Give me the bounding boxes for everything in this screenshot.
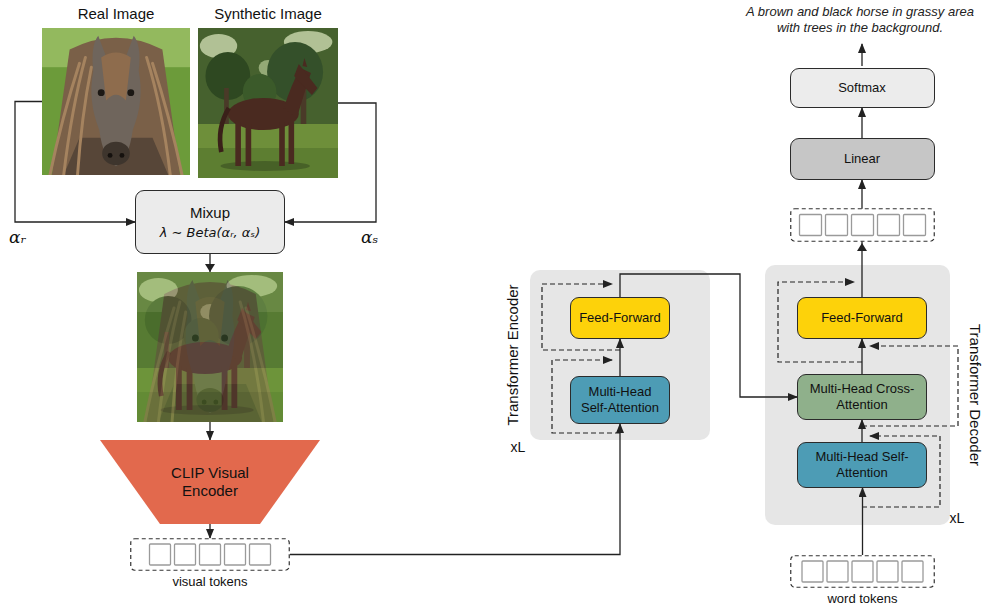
token-strip: visual tokens: [130, 538, 290, 571]
output-token-strip: [791, 209, 935, 242]
mixed-image: [137, 272, 283, 422]
connector: [209, 254, 210, 440]
token-strip-shape: [130, 538, 290, 571]
token: [175, 544, 196, 565]
process-box: Mixup λ ∼ Beta(αᵣ, αₛ): [135, 190, 285, 254]
decoder-panel-fill: [765, 265, 950, 525]
connector: [862, 488, 863, 555]
box-label: Feed-Forward: [579, 310, 661, 326]
edge-label: αᵣ: [8, 228, 27, 247]
group-title: Transformer Decoder: [966, 324, 984, 466]
token: [878, 215, 900, 236]
connector: [861, 339, 862, 374]
arrowhead: [205, 264, 215, 272]
process-box: Feed-Forward: [570, 297, 670, 339]
formula: λ ∼ Beta(αᵣ, αₛ): [160, 225, 261, 241]
token: [150, 544, 171, 565]
token-strip-border: [791, 209, 935, 242]
edge-label: αₛ: [360, 228, 379, 247]
box-label: Multi-Head Cross-Attention: [804, 381, 920, 412]
mixed-image: [137, 272, 283, 422]
residual-connections: [542, 282, 958, 507]
token: [802, 561, 823, 582]
token-strip-border: [791, 556, 935, 588]
box-label: CLIP Visual Encoder: [145, 464, 275, 500]
connector: [209, 524, 210, 538]
process-box: Softmax: [790, 68, 935, 108]
process-box: Multi-Head Self-Attention: [797, 442, 927, 488]
group-title: Transformer Encoder: [503, 284, 521, 425]
token: [826, 215, 848, 236]
token: [200, 544, 221, 565]
token: [250, 544, 271, 565]
box-label: Softmax: [838, 80, 886, 96]
box-label: Linear: [844, 151, 880, 167]
connector: [861, 108, 862, 138]
encoder-panel-fill: [530, 270, 710, 440]
output-arrow: [861, 44, 862, 66]
photo-frame: [42, 28, 190, 175]
connector: [861, 180, 862, 297]
photo: [42, 28, 190, 175]
process-box: Multi-Head Cross-Attention: [797, 374, 927, 420]
connector: [619, 339, 620, 376]
group-panel: Transformer EncoderxLFeed-ForwardMulti-H…: [530, 270, 710, 440]
box-label: Multi-Head Self-Attention: [804, 449, 920, 480]
token: [852, 561, 873, 582]
token: [904, 215, 926, 236]
trapezoid-outline: [100, 440, 320, 524]
process-box: Feed-Forward: [797, 297, 927, 339]
connector: [861, 420, 862, 442]
repeat-count: xL: [511, 439, 526, 456]
encoder-trapezoid: CLIP Visual Encoder: [100, 440, 320, 524]
image-heading: Real Image: [42, 5, 190, 23]
token-strip-shape: [790, 555, 935, 588]
image-heading: Synthetic Image: [198, 5, 338, 23]
photo-frame: [198, 28, 338, 178]
photo: [198, 28, 338, 178]
arrowhead: [857, 243, 867, 251]
token-strip-border: [131, 539, 290, 571]
box-label: Feed-Forward: [821, 310, 903, 326]
token-label: word tokens: [770, 591, 955, 607]
process-box: Linear: [790, 138, 935, 180]
repeat-count: xL: [950, 510, 965, 527]
token: [827, 561, 848, 582]
token: [225, 544, 246, 565]
image-panel: Synthetic Image: [198, 28, 338, 178]
group-panel: Transformer DecoderxLFeed-ForwardMulti-H…: [765, 265, 950, 525]
output-caption: A brown and black horse in grassy area w…: [740, 4, 980, 37]
token: [902, 561, 923, 582]
image-panel: Real Image: [42, 28, 190, 175]
token: [877, 561, 898, 582]
token: [800, 215, 822, 236]
box-label: Mixup: [190, 204, 230, 222]
connector: [290, 424, 620, 555]
box-label: Multi-Head Self-Attention: [577, 384, 663, 415]
token-label: visual tokens: [110, 574, 310, 590]
token-strip: word tokens: [790, 555, 935, 588]
process-box: Multi-Head Self-Attention: [570, 376, 670, 424]
token: [852, 215, 874, 236]
